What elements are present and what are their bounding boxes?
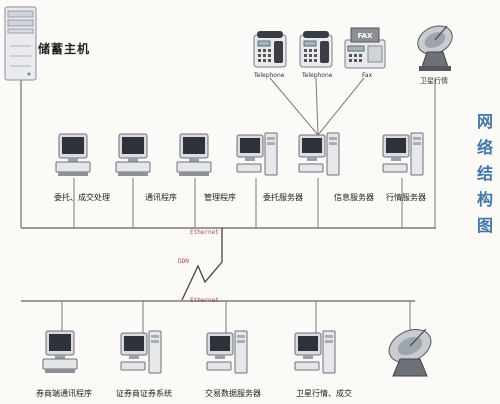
ddn-label: DDN bbox=[178, 258, 189, 265]
phone1-link bbox=[269, 77, 319, 136]
lower-label-4: 卫星行情、成交 bbox=[296, 389, 352, 398]
lower-server-icon-2 bbox=[120, 330, 162, 380]
side-title-char-3: 结 bbox=[477, 164, 494, 183]
fax-icon: FAX bbox=[343, 26, 387, 74]
fax-caption: Fax bbox=[362, 72, 373, 79]
ddn-link bbox=[181, 228, 223, 301]
lower-server-icon-4 bbox=[294, 330, 336, 380]
upper-label-5: 信息服务器 bbox=[334, 193, 374, 202]
fax-link bbox=[317, 77, 365, 136]
satellite-dish-icon-top bbox=[413, 22, 459, 76]
upper-label-4: 委托服务器 bbox=[263, 193, 303, 202]
workstation-icon-1 bbox=[55, 133, 95, 181]
upper-label-6: 行情服务器 bbox=[386, 193, 426, 202]
lower-label-3: 交易数据服务器 bbox=[205, 389, 261, 398]
server-icon-3 bbox=[382, 132, 424, 182]
lower-label-2: 证券商证券系统 bbox=[116, 389, 172, 398]
workstation-icon-2 bbox=[115, 133, 155, 181]
server-icon-1 bbox=[236, 132, 278, 182]
side-title-char-4: 构 bbox=[477, 190, 494, 209]
workstation-icon-3 bbox=[176, 133, 216, 181]
telephone-icon-2 bbox=[299, 30, 333, 72]
satellite-dish-icon-bottom bbox=[384, 326, 440, 382]
upper-label-1: 委托、成交处理 bbox=[54, 193, 110, 202]
ethernet-label-upper: Ethernet bbox=[190, 229, 219, 236]
server-icon-2 bbox=[298, 132, 340, 182]
fax-panel-text: FAX bbox=[358, 32, 373, 40]
lower-workstation-icon-1 bbox=[42, 330, 82, 378]
telephone-caption-1: Telephone bbox=[254, 72, 285, 79]
mainframe-icon bbox=[4, 6, 38, 86]
upper-label-2: 通讯程序 bbox=[145, 193, 177, 202]
side-title-char-1: 网 bbox=[477, 112, 494, 131]
side-title-char-2: 络 bbox=[477, 138, 494, 157]
side-title-char-5: 图 bbox=[477, 216, 494, 235]
telephone-icon-1 bbox=[253, 30, 287, 72]
satellite-caption: 卫星行情 bbox=[420, 77, 448, 85]
ethernet-label-lower: Ethernet bbox=[190, 297, 219, 304]
lower-label-1: 券商端通讯程序 bbox=[36, 389, 92, 398]
host-label: 储蓄主机 bbox=[38, 42, 91, 56]
phone2-link bbox=[315, 77, 319, 136]
telephone-caption-2: Telephone bbox=[302, 72, 333, 79]
lower-server-icon-3 bbox=[206, 330, 248, 380]
upper-label-3: 管理程序 bbox=[204, 193, 236, 202]
